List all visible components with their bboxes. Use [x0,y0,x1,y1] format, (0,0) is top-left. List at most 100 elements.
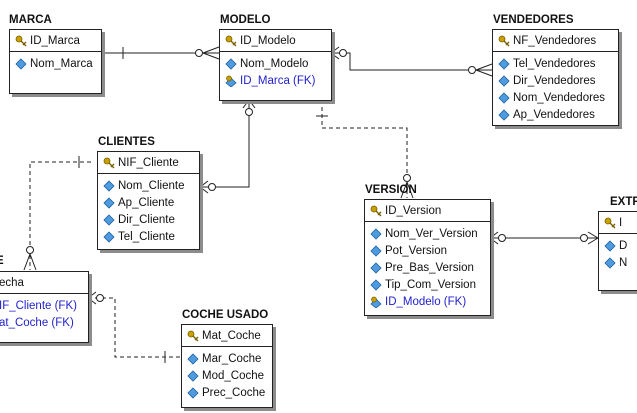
diamond-icon [187,369,199,382]
pk-row: echa [0,272,88,294]
attribute-row: Nom_Ver_Version [370,225,490,242]
entity-marca[interactable]: ID_Marca Nom_Marca [9,29,102,94]
attribute-label: Nom_Modelo [240,57,309,70]
attribute-row: Ap_Cliente [103,194,199,211]
fk-label: IF_Cliente (FK) [0,299,77,312]
diamond-icon [370,227,382,240]
key-icon [604,217,616,229]
diamond-icon [103,213,115,226]
attribute-label: D [619,239,628,252]
attribute-label: Tip_Com_Version [385,278,476,291]
diamond-icon [225,57,237,70]
entity-title-partial-left: E [0,255,4,267]
attribute-row: Ap_Vendedores [498,106,618,123]
pk-label: Mat_Coche [202,329,261,342]
rel-version-extra [489,231,599,245]
pk-label: ID_Modelo [240,34,296,47]
entity-vendedores[interactable]: NF_Vendedores Tel_Vendedores Dir_Vendedo… [492,29,619,126]
pk-row: NF_Vendedores [493,30,618,52]
attribute-row: Dir_Cliente [103,211,199,228]
diamond-icon [103,196,115,209]
entity-title-clientes: CLIENTES [98,136,155,148]
fk-attribute-row: IF_Cliente (FK) [0,297,88,314]
attribute-row: Tel_Cliente [103,228,199,245]
pk-label: NF_Vendedores [513,34,597,47]
pk-row: ID_Version [365,200,490,222]
attribute-label: Mar_Coche [202,352,262,365]
entity-partial-right[interactable]: I D N [598,211,637,291]
attribute-label: Ap_Cliente [118,196,175,209]
entity-title-coche-usado: COCHE USADO [182,309,269,321]
diamond-icon [15,57,27,70]
attribute-row: D [604,237,637,254]
entity-title-marca: MARCA [9,14,52,26]
entity-title-partial-right: EXTF [610,196,637,208]
rel-modelo-version [316,100,414,199]
attribute-row: Mod_Coche [187,367,272,384]
attribute-row: Prec_Coche [187,384,272,401]
pk-row: ID_Marca [10,30,101,52]
diamond-icon [103,230,115,243]
entity-modelo[interactable]: ID_Modelo Nom_Modelo ID_Marca (FK) [219,29,332,101]
attribute-label: Nom_Cliente [118,179,185,192]
key-icon [15,35,27,47]
attribute-label: Prec_Coche [202,386,266,399]
attribute-row: Nom_Cliente [103,177,199,194]
pk-row: I [599,212,637,234]
entity-coche-usado[interactable]: Mat_Coche Mar_Coche Mod_Coche Prec_Coche [181,324,273,408]
key-icon [103,157,115,169]
key-icon [498,35,510,47]
attribute-label: Tel_Cliente [118,230,175,243]
attribute-row: Tel_Vendedores [498,55,618,72]
diamond-icon [498,74,510,87]
attribute-row: Dir_Vendedores [498,72,618,89]
attribute-row: Pot_Version [370,242,490,259]
diamond-icon [103,179,115,192]
fk-attribute-row: ID_Marca (FK) [225,72,331,89]
attribute-label: Mod_Coche [202,369,265,382]
diamond-icon [498,108,510,121]
pk-row: NIF_Cliente [98,152,199,174]
rel-marca-modelo [101,46,220,60]
key-icon [370,205,382,217]
fk-label: ID_Modelo (FK) [385,295,467,308]
fk-label: ID_Marca (FK) [240,74,316,87]
diamond-icon [498,91,510,104]
fk-attribute-row: at_Coche (FK) [0,314,88,331]
rel-modelo-vendedores [330,46,493,77]
pk-row: ID_Modelo [220,30,331,52]
diamond-icon [187,386,199,399]
attribute-row: Nom_Modelo [225,55,331,72]
attribute-row: Mar_Coche [187,350,272,367]
entity-partial-left[interactable]: echa IF_Cliente (FK) at_Coche (FK) [0,271,89,343]
pk-row: Mat_Coche [182,325,272,347]
attribute-label: Dir_Vendedores [513,74,596,87]
diamond-icon [604,239,616,252]
attribute-label: Nom_Marca [30,57,93,70]
diamond-icon [370,261,382,274]
entity-title-version: VERSION [365,184,417,196]
fk-key-icon [370,296,382,308]
rel-clientes-venta [23,156,91,271]
attribute-label: Pre_Bas_Version [385,261,474,274]
attribute-label: Ap_Vendedores [513,108,595,121]
pk-label: ID_Version [385,204,442,217]
fk-label: at_Coche (FK) [0,316,74,329]
entity-version[interactable]: ID_Version Nom_Ver_Version Pot_Version P… [364,199,491,316]
diamond-icon [370,278,382,291]
attribute-row: Tip_Com_Version [370,276,490,293]
entity-title-vendedores: VENDEDORES [493,14,574,26]
attribute-label: Nom_Ver_Version [385,227,478,240]
pk-label: I [619,216,623,229]
pk-label: echa [0,276,24,289]
pk-label: NIF_Cliente [118,156,179,169]
entity-title-modelo: MODELO [220,14,271,26]
attribute-row: Nom_Vendedores [498,89,618,106]
attribute-label: Nom_Vendedores [513,91,606,104]
attribute-row: N [604,254,637,271]
entity-clientes[interactable]: NIF_Cliente Nom_Cliente Ap_Cliente Dir_C… [97,151,200,250]
attribute-row: Nom_Marca [15,55,101,72]
fk-attribute-row: ID_Modelo (FK) [370,293,490,310]
